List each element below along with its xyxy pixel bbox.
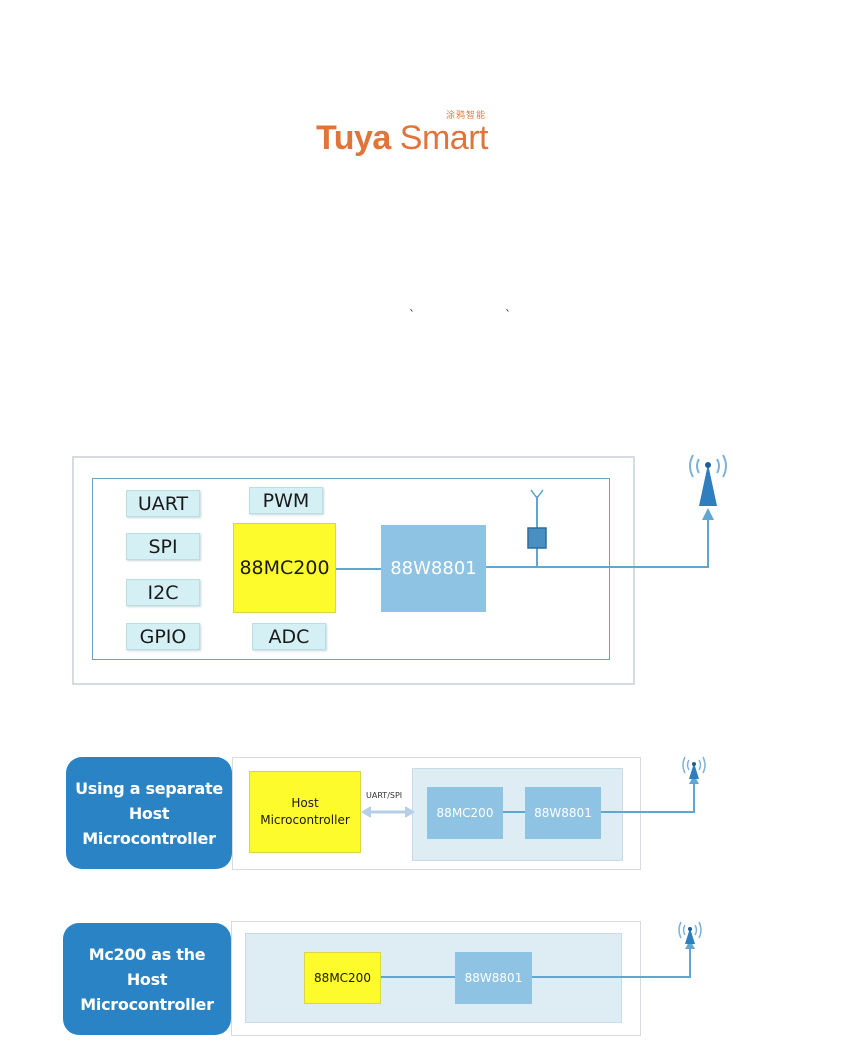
d2-wifi-antenna-line (601, 782, 694, 812)
antenna-icon-d3 (679, 922, 701, 944)
uart-spi-arrow-right (405, 806, 415, 818)
d1-arrow-head (702, 508, 714, 520)
d1-matching-box (528, 528, 546, 548)
antenna-icon-d2 (683, 757, 705, 779)
uart-spi-arrow-left (361, 806, 371, 818)
d1-wifi-antenna-line (486, 518, 708, 567)
antenna-icon-d1 (690, 455, 726, 506)
d3-wifi-antenna-line (532, 947, 690, 977)
onboard-antenna-icon (531, 490, 543, 498)
d1-tower-icon (699, 464, 717, 506)
